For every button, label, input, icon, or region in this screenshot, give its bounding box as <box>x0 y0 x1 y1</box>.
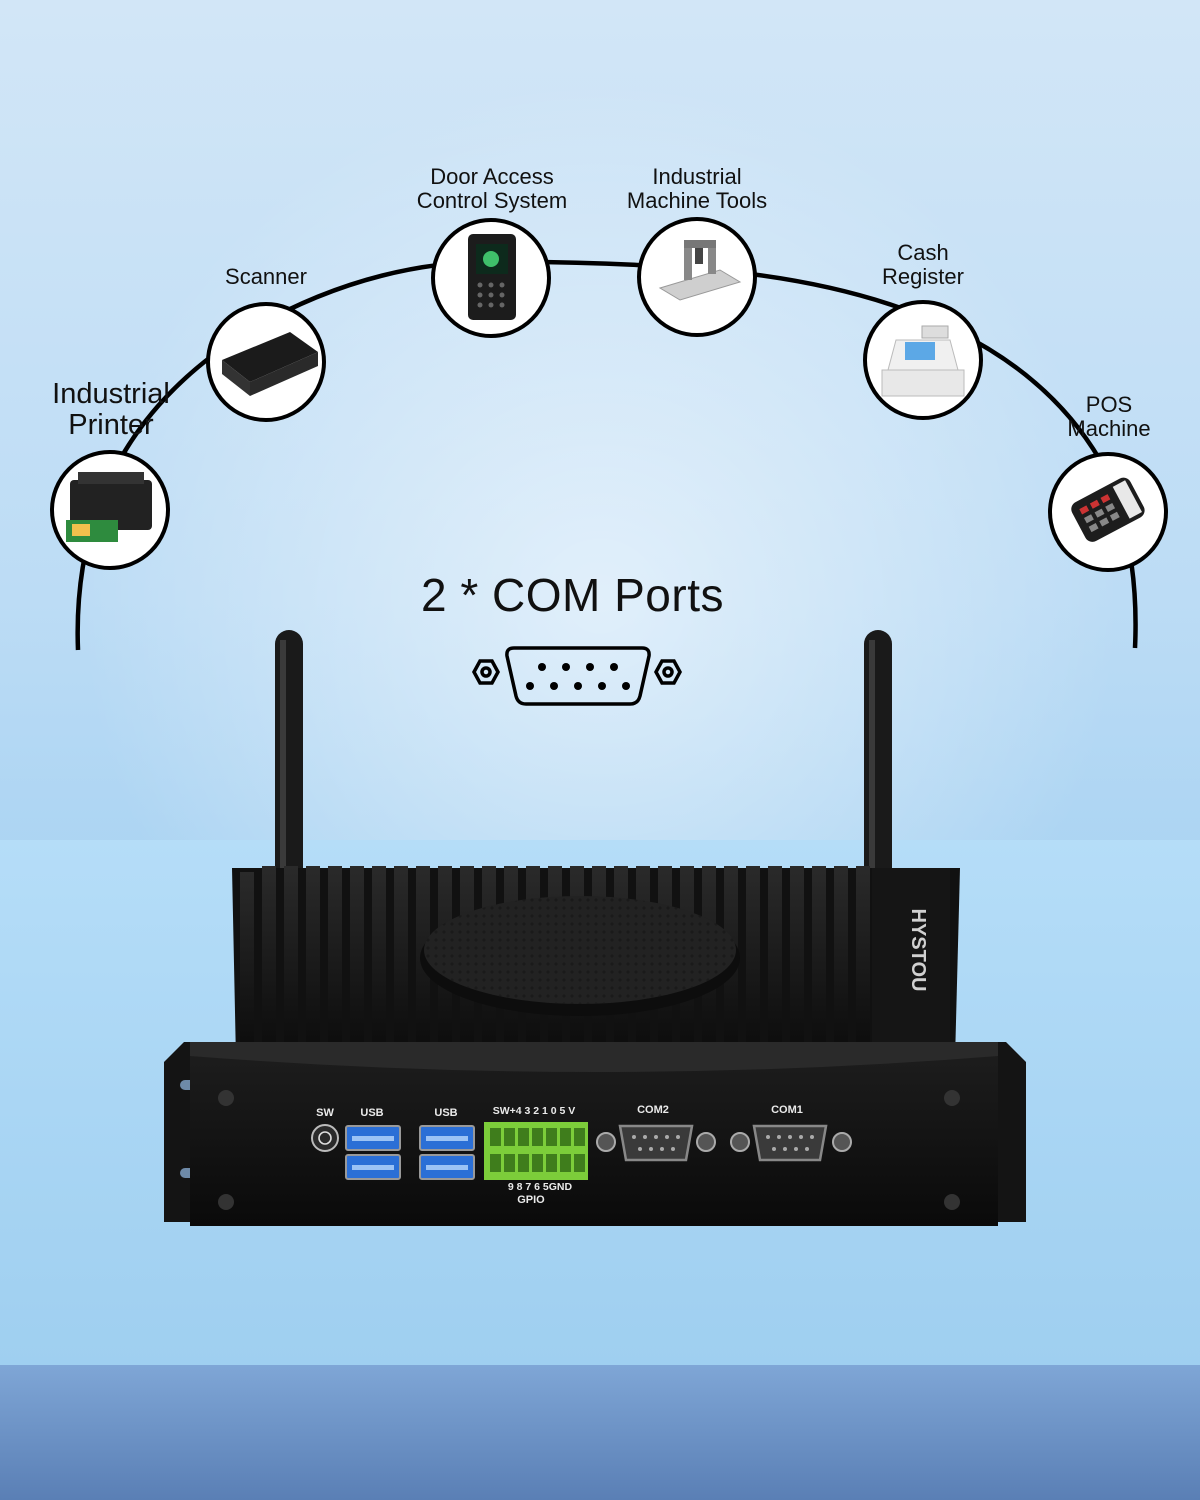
label-door-access: Door Access Control System <box>416 164 568 213</box>
headline: 2 * COM Ports <box>420 569 724 621</box>
label-pos-machine: POS Machine <box>1067 392 1151 441</box>
label-machine-tools: Industrial Machine Tools <box>626 164 768 213</box>
front-panel <box>190 1042 998 1226</box>
com2-label: COM2 <box>637 1104 669 1116</box>
label-scanner: Scanner <box>225 264 307 289</box>
usb-label-2: USB <box>434 1107 457 1119</box>
gpio-bottom-label: 9 8 7 6 5GND <box>508 1181 573 1193</box>
label-industrial-printer: Industrial Printer <box>52 378 170 441</box>
pos-machine-icon <box>1048 452 1168 572</box>
com1-label: COM1 <box>771 1104 803 1116</box>
printer-icon <box>50 450 170 570</box>
gpio-terminal[interactable] <box>484 1122 588 1180</box>
antenna-right <box>864 630 892 920</box>
com2-port[interactable] <box>596 1124 716 1162</box>
door-access-icon <box>431 218 551 338</box>
com1-port[interactable] <box>730 1124 852 1162</box>
usb-ports[interactable] <box>345 1125 475 1180</box>
power-button[interactable] <box>311 1124 339 1152</box>
scanner-icon <box>206 302 326 422</box>
brand-logo: HYSTOU <box>907 909 929 992</box>
antenna-left <box>275 630 303 920</box>
gpio-label: GPIO <box>517 1194 545 1206</box>
cash-register-icon <box>863 300 983 420</box>
label-cash-register: Cash Register <box>882 240 964 289</box>
gpio-top-label: SW+4 3 2 1 0 5 V <box>493 1105 576 1117</box>
sw-label: SW <box>316 1107 334 1119</box>
machine-tool-icon <box>637 217 757 337</box>
heatsink: HYSTOU <box>232 866 960 1060</box>
usb-label-1: USB <box>360 1107 383 1119</box>
